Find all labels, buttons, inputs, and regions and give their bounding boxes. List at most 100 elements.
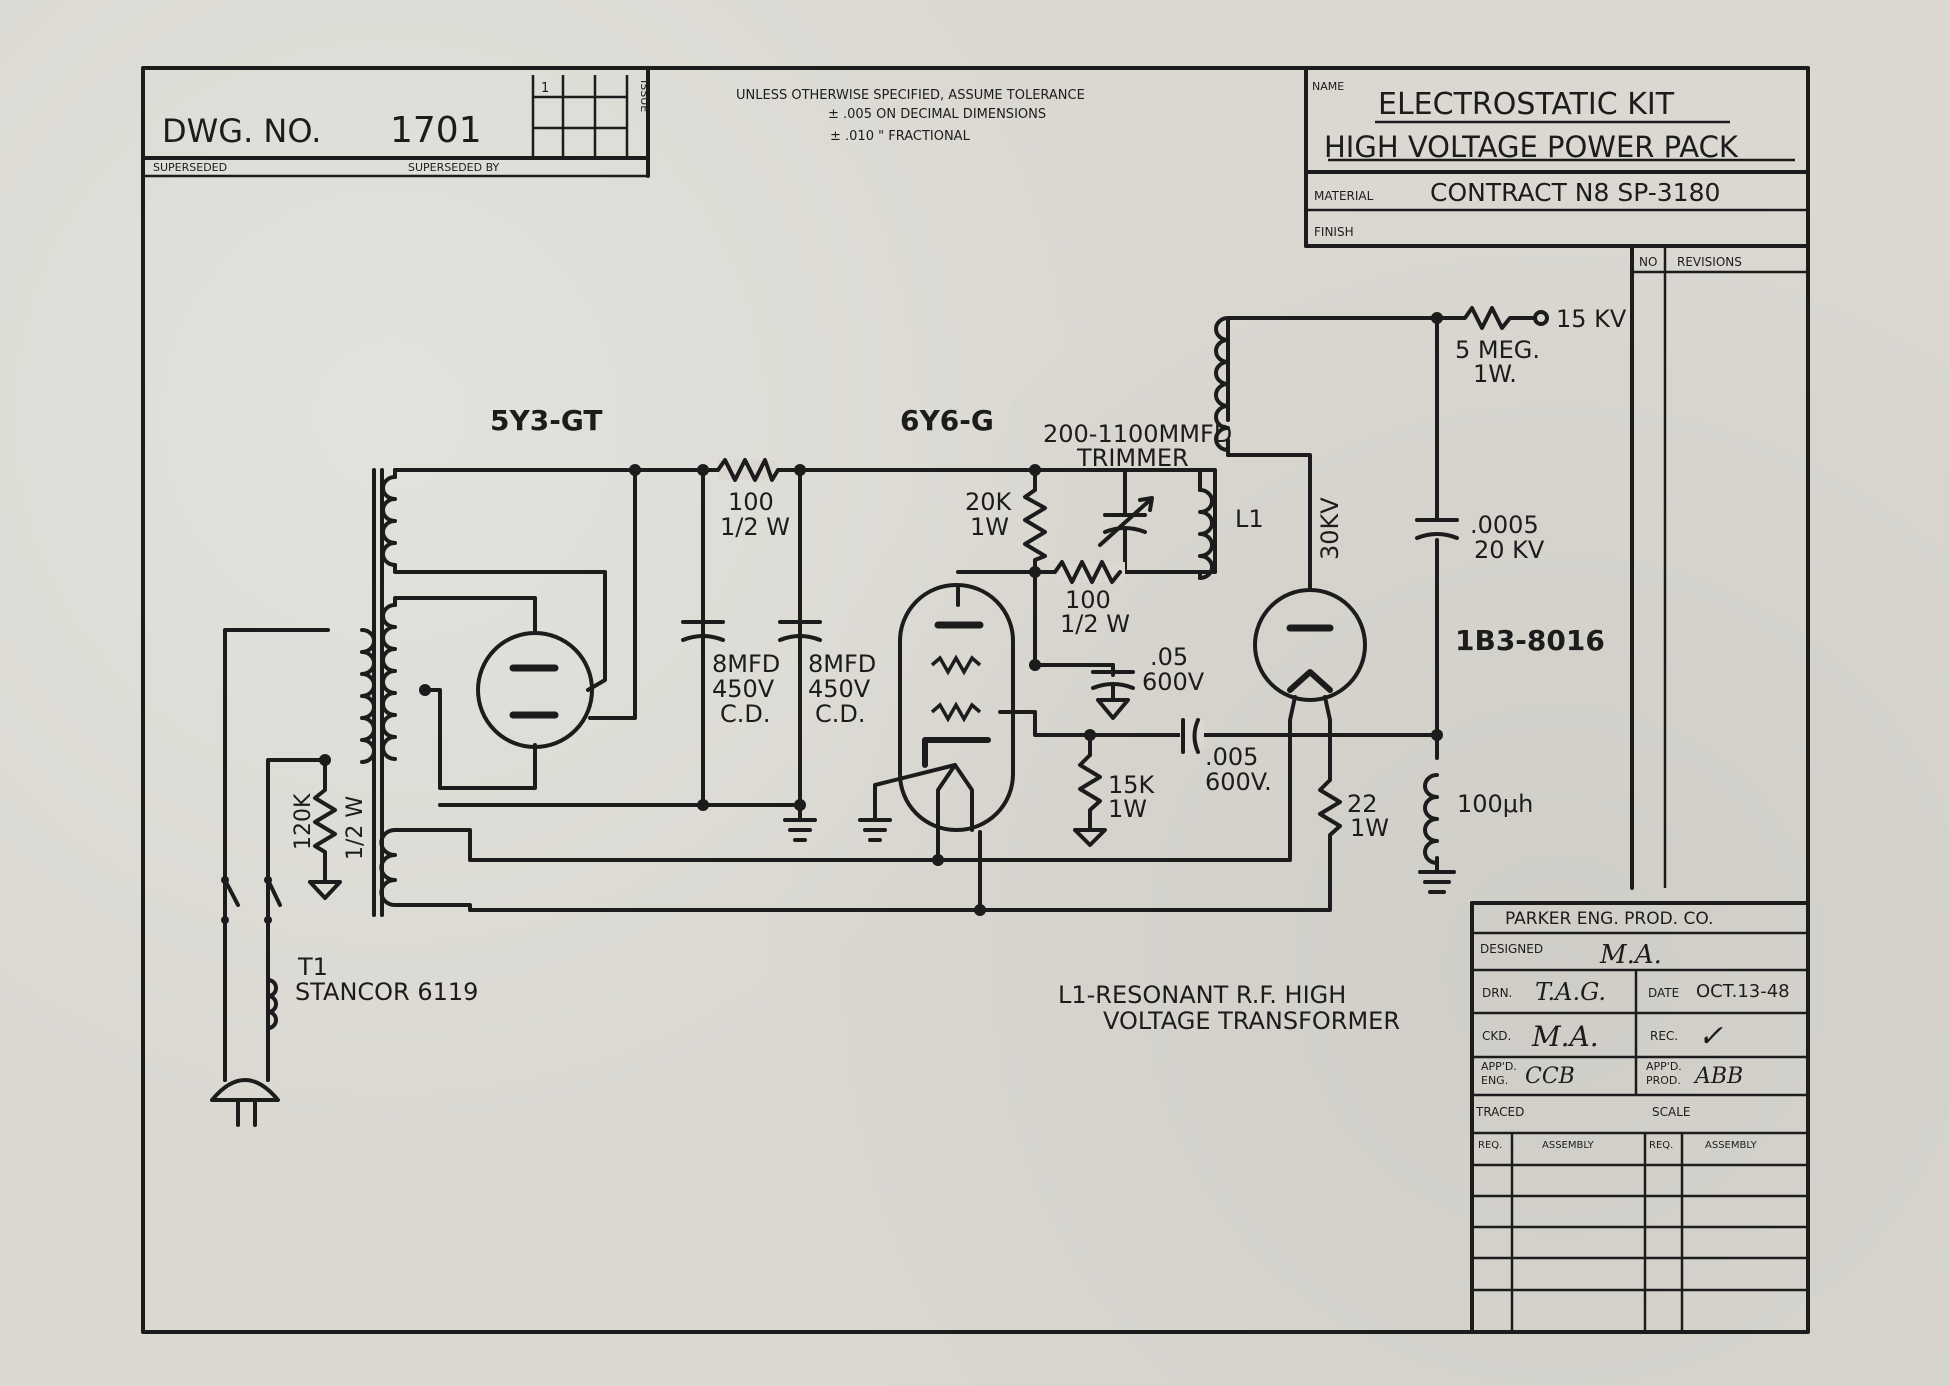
app-eng-label-2: ENG. bbox=[1481, 1074, 1508, 1087]
superseded-by-label: SUPERSEDED BY bbox=[408, 161, 500, 174]
name-label: NAME bbox=[1312, 80, 1344, 93]
r20k-value-label: 20K bbox=[965, 488, 1013, 516]
name-line-2: HIGH VOLTAGE POWER PACK bbox=[1324, 130, 1739, 164]
resistor-120k bbox=[308, 758, 342, 900]
coil-l1-secondary bbox=[1214, 316, 1230, 457]
hv-30kv-label: 30KV bbox=[1316, 497, 1344, 560]
resistor-100 bbox=[716, 458, 780, 482]
material-value: CONTRACT N8 SP-3180 bbox=[1430, 178, 1720, 207]
c1-volt-label: 450V bbox=[712, 675, 775, 703]
r100-value-label: 100 bbox=[728, 488, 774, 516]
scale-label: SCALE bbox=[1652, 1105, 1690, 1119]
app-prod-signature: ABB bbox=[1693, 1064, 1743, 1089]
company-name: PARKER ENG. PROD. CO. bbox=[1505, 909, 1713, 929]
t1-ref-label: T1 bbox=[297, 953, 328, 981]
revisions-column: NO REVISIONS bbox=[1630, 244, 1808, 890]
resistor-20k bbox=[1023, 488, 1047, 562]
app-prod-label-2: PROD. bbox=[1646, 1074, 1681, 1087]
traced-label: TRACED bbox=[1475, 1105, 1524, 1119]
rectifier-tube-label: 5Y3-GT bbox=[490, 404, 602, 437]
resistor-15k bbox=[1073, 753, 1107, 847]
r22-value-label: 22 bbox=[1347, 790, 1378, 818]
c05-volt-label: 600V bbox=[1142, 668, 1205, 696]
rec-label: REC. bbox=[1650, 1029, 1678, 1043]
designed-label: DESIGNED bbox=[1480, 942, 1543, 956]
r20k-watt-label: 1W bbox=[970, 513, 1009, 541]
drn-value: T.A.G. bbox=[1535, 978, 1606, 1006]
assembly-label-2: ASSEMBLY bbox=[1705, 1140, 1758, 1151]
c2-type-label: C.D. bbox=[815, 700, 866, 728]
name-block: NAME ELECTROSTATIC KIT HIGH VOLTAGE POWE… bbox=[1304, 66, 1810, 248]
r120k-watt-label: 1/2 W bbox=[343, 796, 368, 860]
issue-number: 1 bbox=[541, 81, 549, 96]
superseded-label: SUPERSEDED bbox=[153, 161, 227, 174]
req-label-1: REQ. bbox=[1478, 1140, 1502, 1151]
c005-volt-label: 600V. bbox=[1205, 768, 1272, 796]
hv-rectifier-tube-1b3 bbox=[1253, 588, 1367, 742]
note-line-2: VOLTAGE TRANSFORMER bbox=[1103, 1007, 1400, 1035]
power-switch-and-plug bbox=[210, 876, 282, 1127]
app-eng-label-1: APP'D. bbox=[1481, 1060, 1517, 1073]
r100b-value-label: 100 bbox=[1065, 586, 1111, 614]
trimmer-label: TRIMMER bbox=[1076, 444, 1189, 472]
app-prod-label-1: APP'D. bbox=[1646, 1060, 1682, 1073]
date-label: DATE bbox=[1648, 986, 1679, 1000]
capacitor-005 bbox=[1180, 718, 1204, 754]
capacitor-05 bbox=[1091, 663, 1135, 720]
c1-value-label: 8MFD bbox=[712, 650, 780, 678]
junction-dots bbox=[319, 312, 1443, 916]
capacitor-0005 bbox=[1415, 518, 1459, 540]
t1-name-label: STANCOR 6119 bbox=[295, 978, 478, 1006]
oscillator-tube-6y6 bbox=[858, 583, 1015, 842]
r120k-value-label: 120K bbox=[291, 793, 316, 850]
resistor-22 bbox=[1318, 778, 1342, 847]
trimmer-value-label: 200-1100MMFD bbox=[1043, 420, 1232, 448]
resistor-5meg bbox=[1435, 306, 1549, 330]
r22-watt-label: 1W bbox=[1350, 814, 1389, 842]
c2-volt-label: 450V bbox=[808, 675, 871, 703]
ckd-label: CKD. bbox=[1482, 1029, 1511, 1043]
r5meg-value-label: 5 MEG. bbox=[1455, 336, 1540, 364]
req-label-2: REQ. bbox=[1649, 1140, 1673, 1151]
c0005-volt-label: 20 KV bbox=[1474, 536, 1545, 564]
transformer-t1 bbox=[360, 468, 397, 917]
trimmer-capacitor bbox=[1098, 468, 1154, 574]
output-15kv-label: 15 KV bbox=[1556, 305, 1627, 333]
r15k-watt-label: 1W bbox=[1108, 795, 1147, 823]
note-line-1: L1-RESONANT R.F. HIGH bbox=[1058, 981, 1346, 1009]
oscillator-tube-label: 6Y6-G bbox=[900, 404, 994, 437]
c1-type-label: C.D. bbox=[720, 700, 771, 728]
tolerance-line-1: UNLESS OTHERWISE SPECIFIED, ASSUME TOLER… bbox=[736, 88, 1085, 103]
choke-100uh bbox=[1418, 773, 1456, 894]
tolerance-line-3: ± .010 " FRACTIONAL bbox=[830, 129, 971, 144]
revisions-label: REVISIONS bbox=[1677, 255, 1742, 269]
c2-value-label: 8MFD bbox=[808, 650, 876, 678]
r5meg-watt-label: 1W. bbox=[1473, 360, 1517, 388]
date-value: OCT.13-48 bbox=[1696, 981, 1790, 1002]
dwg-no-value: 1701 bbox=[390, 110, 482, 151]
r100-watt-label: 1/2 W bbox=[720, 513, 790, 541]
dwg-no-label: DWG. NO. bbox=[162, 112, 321, 150]
material-label: MATERIAL bbox=[1314, 189, 1374, 203]
coil-l1-primary bbox=[1123, 468, 1214, 580]
app-eng-signature: CCB bbox=[1525, 1064, 1575, 1089]
choke-label: 100μh bbox=[1457, 790, 1533, 818]
rec-value: ✓ bbox=[1698, 1019, 1723, 1054]
designed-value: M.A. bbox=[1599, 940, 1662, 970]
l1-label: L1 bbox=[1235, 505, 1264, 533]
drawing-number-block: DWG. NO. 1701 1 ISSUE SUPERSEDED SUPERSE… bbox=[141, 66, 651, 178]
tolerance-note: UNLESS OTHERWISE SPECIFIED, ASSUME TOLER… bbox=[736, 88, 1085, 144]
resistor-100-grid bbox=[1053, 560, 1125, 584]
rectifier-tube-5y3 bbox=[476, 631, 594, 749]
hv-tube-label: 1B3-8016 bbox=[1455, 624, 1605, 657]
drawing-border bbox=[141, 66, 1810, 1334]
finish-label: FINISH bbox=[1314, 225, 1354, 239]
filter-capacitors bbox=[681, 620, 822, 842]
c05-value-label: .05 bbox=[1150, 643, 1188, 671]
revisions-no-label: NO bbox=[1639, 255, 1657, 269]
r15k-value-label: 15K bbox=[1108, 771, 1156, 799]
issue-label: ISSUE bbox=[638, 80, 651, 112]
assembly-label-1: ASSEMBLY bbox=[1542, 1140, 1595, 1151]
